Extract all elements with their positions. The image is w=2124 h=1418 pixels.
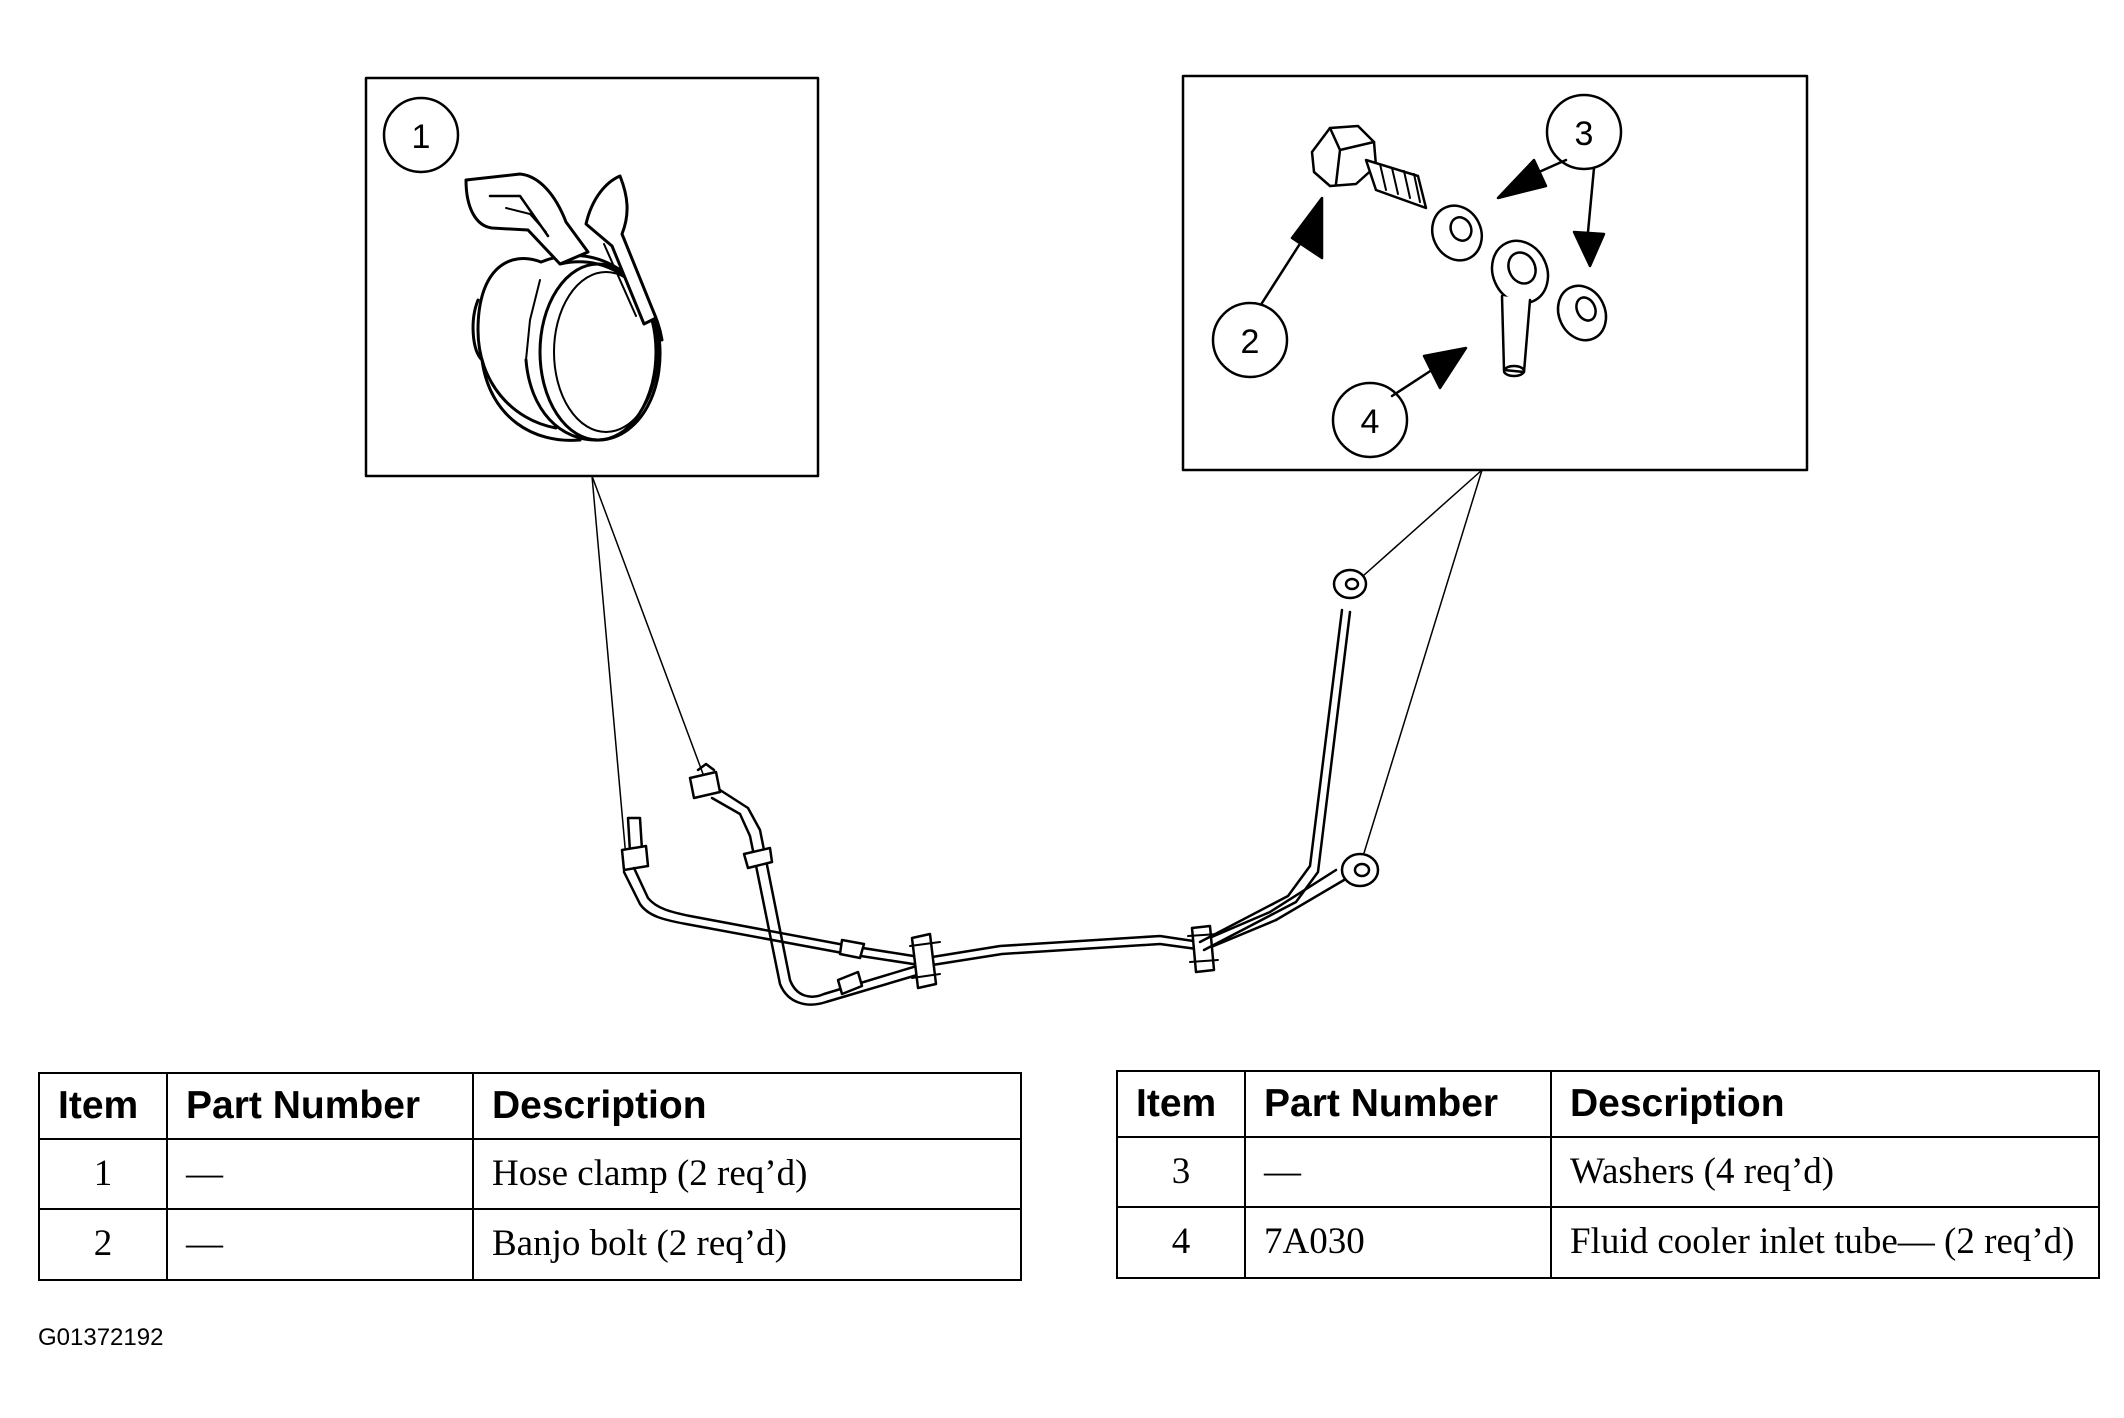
item-cell: 2 [38,1208,168,1281]
figure-id: G01372192 [38,1324,164,1351]
washer-icon [1430,204,1484,262]
column-header-item: Item [1116,1070,1246,1138]
bolt-detail-box [1181,74,1809,472]
column-header-description: Description [472,1072,1022,1140]
callout-4-label: 4 [1361,403,1380,441]
callout-3: 3 [1545,93,1623,171]
item-cell: 1 [38,1137,168,1211]
table-row: 2 — Banjo bolt (2 req’d) [38,1208,1022,1281]
item-cell: 3 [1116,1135,1246,1209]
table-row: 3 — Washers (4 req’d) [1116,1135,2100,1209]
callout-1: 1 [382,96,460,174]
parts-table-left: Item Part Number Description 1 — Hose cl… [38,1072,1022,1281]
leader-arrows [1260,158,1606,398]
table-row: 1 — Hose clamp (2 req’d) [38,1137,1022,1211]
description-cell: Hose clamp (2 req’d) [472,1137,1022,1211]
callout-4: 4 [1331,381,1409,459]
column-header-item: Item [38,1072,168,1140]
item-cell: 4 [1116,1206,1246,1279]
part-number-cell: — [166,1137,474,1211]
description-cell: Fluid cooler inlet tube— (2 req’d) [1550,1206,2100,1279]
part-number-cell: — [166,1208,474,1281]
callout-2-label: 2 [1241,323,1260,361]
callout-3-label: 3 [1575,115,1594,153]
description-cell: Washers (4 req’d) [1550,1135,2100,1209]
callout-1-label: 1 [412,118,431,156]
column-header-description: Description [1550,1070,2100,1138]
callout-2: 2 [1211,301,1289,379]
column-header-part-number: Part Number [1244,1070,1552,1138]
cooler-line-assembly [620,568,1380,1006]
table-header-row: Item Part Number Description [38,1072,1022,1140]
box-leader-lines [591,469,1483,867]
banjo-bolt-icon [1310,124,1428,210]
tube-fitting-icon [1490,239,1550,378]
parts-table-right: Item Part Number Description 3 — Washers… [1116,1070,2100,1279]
table-header-row: Item Part Number Description [1116,1070,2100,1138]
column-header-part-number: Part Number [166,1072,474,1140]
table-row: 4 7A030 Fluid cooler inlet tube— (2 req’… [1116,1206,2100,1279]
part-number-cell: — [1244,1135,1552,1209]
description-cell: Banjo bolt (2 req’d) [472,1208,1022,1281]
hose-clamp-icon [464,172,664,442]
washer-icon [1556,284,1608,342]
part-number-cell: 7A030 [1244,1206,1552,1279]
